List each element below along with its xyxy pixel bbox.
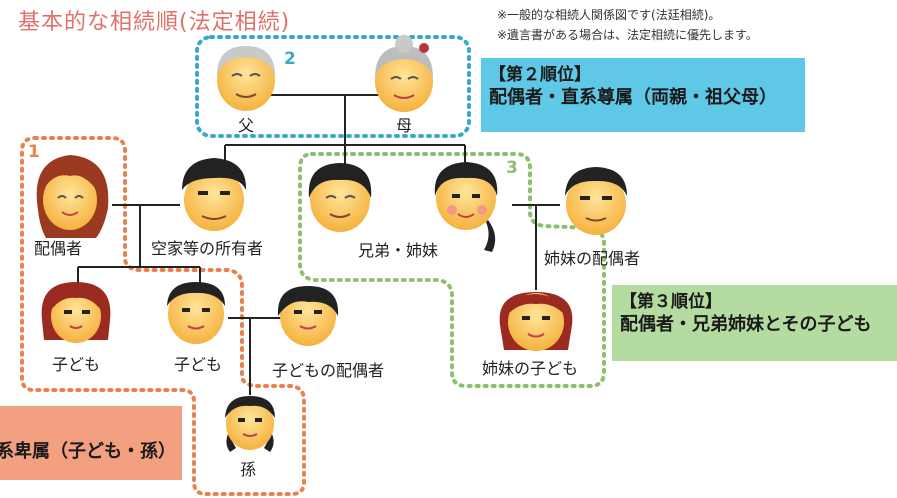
grandchild-face-icon: [225, 396, 275, 452]
child1-label: 子ども: [52, 355, 101, 374]
rank3-box: 【第３順位】 配偶者・兄弟姉妹とその子ども: [612, 285, 897, 361]
child-spouse-label: 子どもの配偶者: [272, 361, 385, 380]
mother-face-icon: [375, 35, 433, 112]
rank3-description: 配偶者・兄弟姉妹とその子ども: [620, 314, 872, 335]
child2-label: 子ども: [174, 355, 223, 374]
father-label: 父: [238, 116, 255, 135]
page-title: 基本的な相続順(法定相続): [18, 10, 291, 35]
note-1: ※一般的な相続人関係図です(法廷相続)。: [497, 8, 721, 22]
rank3-heading: 【第３順位】: [620, 292, 722, 312]
rank1-description: 系卑属（子ども・孫）: [0, 441, 176, 462]
sister-spouse-label: 姉妹の配偶者: [544, 249, 641, 268]
mother-label: 母: [396, 116, 413, 135]
child1-face-icon: [41, 282, 111, 343]
rank3-number: 3: [506, 158, 518, 178]
owner-face-icon: [182, 158, 247, 231]
brother-face-icon: [308, 163, 372, 232]
siblings-label: 兄弟・姉妹: [358, 241, 439, 260]
rank3-outline: [298, 152, 606, 388]
spouse-label: 配偶者: [34, 239, 83, 258]
child-spouse-face-icon: [277, 286, 339, 346]
rank2-heading: 【第２順位】: [489, 65, 591, 85]
child2-face-icon: [167, 282, 225, 344]
spouse-face-icon: [36, 155, 109, 238]
father-face-icon: [217, 46, 275, 111]
rank2-box: 【第２順位】 配偶者・直系尊属（両親・祖父母）: [481, 58, 805, 132]
tree-lines: [77, 94, 560, 395]
note-2: ※遺言書がある場合は、法定相続に優先します。: [497, 28, 758, 42]
sister-face-icon: [434, 162, 498, 252]
sister-child-label: 姉妹の子ども: [482, 359, 579, 378]
sister-child-face-icon: [499, 292, 573, 351]
rank2-description: 配偶者・直系尊属（両親・祖父母）: [489, 87, 777, 108]
grandchild-label: 孫: [240, 460, 257, 479]
owner-label: 空家等の所有者: [151, 239, 264, 258]
rank2-outline: [195, 35, 471, 138]
sister-spouse-face-icon: [565, 167, 627, 235]
rank2-number: 2: [284, 49, 296, 69]
rank1-box: 系卑属（子ども・孫）: [0, 406, 182, 480]
rank1-number: 1: [28, 142, 40, 162]
